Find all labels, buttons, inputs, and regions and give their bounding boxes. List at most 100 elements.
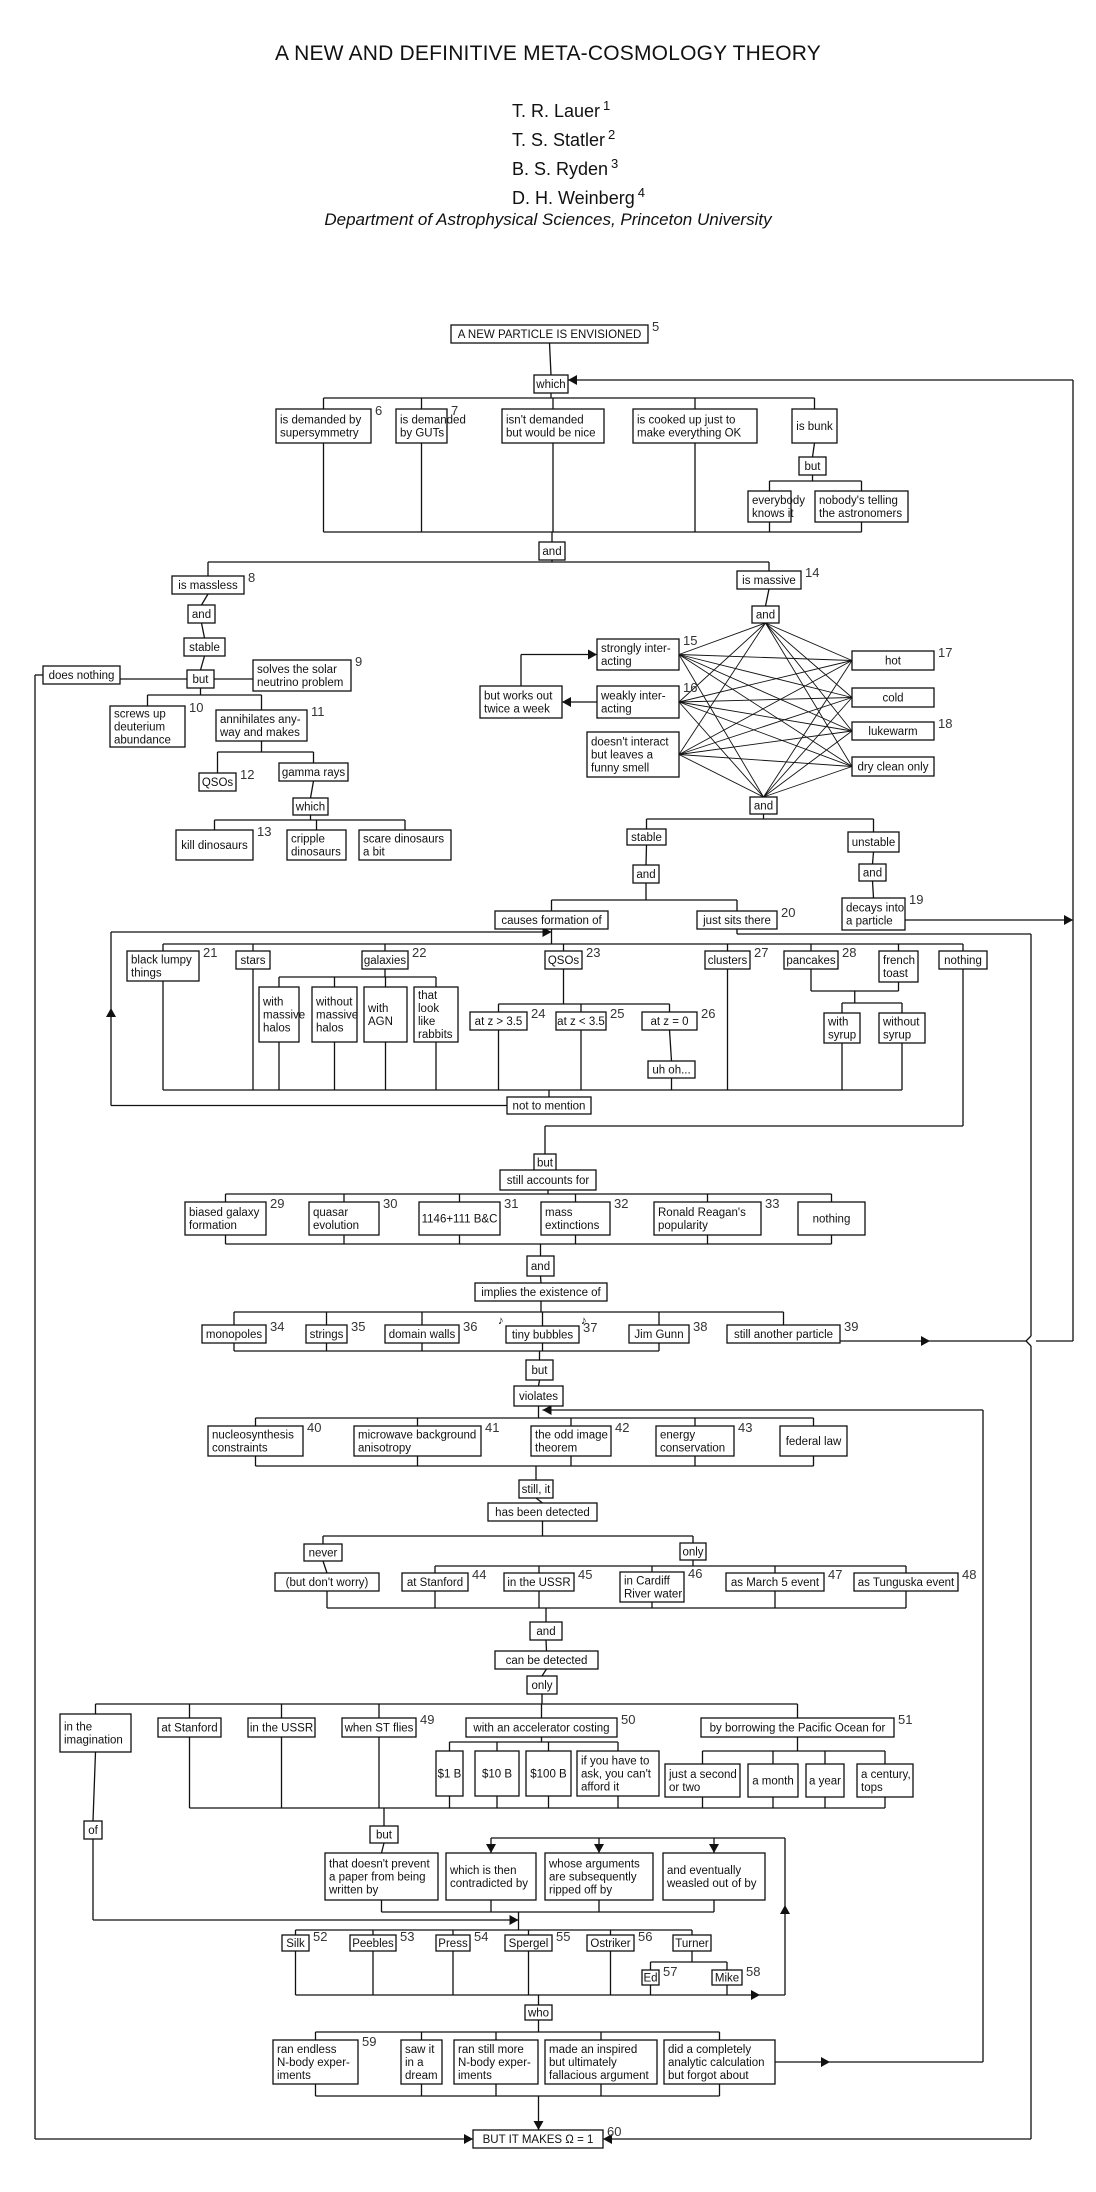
footnote-number: 40 — [307, 1420, 321, 1435]
arrowhead-right-icon — [464, 2134, 473, 2144]
node-label: BUT IT MAKES Ω = 1 — [483, 2134, 594, 2146]
node-box — [303, 1543, 343, 1562]
property-link — [678, 701, 853, 767]
property-link — [678, 622, 766, 703]
node-box — [198, 772, 237, 792]
property-link — [678, 654, 853, 732]
node-box — [201, 1324, 267, 1344]
node-label: but forgot about — [668, 2070, 749, 2082]
node-label: abundance — [114, 735, 171, 747]
flow-node-detected: has been detected — [487, 1502, 598, 1522]
node-label: never — [309, 1548, 338, 1560]
node-label: still accounts for — [507, 1175, 590, 1187]
node-box — [272, 2039, 359, 2085]
node-label: does nothing — [49, 670, 115, 682]
arrowhead-right-icon — [588, 649, 597, 660]
property-link — [678, 697, 853, 703]
node-label: in the USSR — [250, 1723, 313, 1735]
node-box — [183, 637, 226, 657]
node-label: with an accelerator costing — [472, 1723, 609, 1735]
node-box — [878, 1012, 926, 1044]
flow-node-n26: at z = 026 — [641, 1006, 715, 1031]
node-label: without — [315, 997, 353, 1009]
node-label: who — [527, 2008, 549, 2020]
arrowhead-left-icon — [568, 375, 577, 385]
node-label: AGN — [368, 1016, 393, 1028]
node-box — [286, 829, 347, 861]
flow-node-who: who — [524, 2004, 553, 2021]
node-box — [472, 2129, 604, 2149]
node-box — [400, 2039, 443, 2085]
footnote-number: 35 — [351, 1319, 365, 1334]
node-box — [186, 669, 215, 689]
node-label: energy — [660, 1430, 695, 1442]
flow-node-and4: and — [749, 796, 778, 815]
flow-node-stars: stars — [235, 950, 271, 970]
node-box — [847, 831, 900, 853]
node-box — [704, 950, 751, 970]
node-label: with — [367, 1003, 388, 1015]
node-box — [258, 986, 300, 1043]
flow-node-stable1: stable — [183, 637, 226, 657]
node-label: and — [863, 868, 882, 880]
flow-node-b10: $10 B — [474, 1750, 520, 1797]
node-label: which — [535, 379, 565, 391]
node-label: but ultimately — [549, 2057, 617, 2069]
property-link — [763, 660, 853, 798]
node-label: has been detected — [495, 1507, 590, 1519]
node-box — [586, 1934, 635, 1952]
flow-node-and6: and — [858, 863, 887, 882]
footnote-number: 57 — [663, 1964, 677, 1979]
footnote-number: 10 — [189, 700, 203, 715]
node-label: only — [531, 1680, 552, 1692]
node-box — [349, 1934, 397, 1952]
node-label: made an inspired — [549, 2044, 637, 2056]
node-label: halos — [263, 1023, 291, 1035]
node-label: N-body exper- — [458, 2057, 531, 2069]
footnote-number: 47 — [828, 1567, 842, 1582]
node-label: is massless — [178, 580, 238, 592]
node-label: tiny bubbles — [512, 1330, 574, 1342]
flow-node-n31: 1146+111 B&C31 — [418, 1196, 518, 1236]
node-label: in the USSR — [507, 1577, 570, 1589]
node-box — [672, 1934, 712, 1952]
node-label: a bit — [363, 847, 386, 859]
node-label: when ST flies — [344, 1723, 414, 1735]
node-label: and — [531, 1261, 550, 1273]
connector — [871, 851, 875, 865]
footnote-number: 46 — [688, 1566, 702, 1581]
arrowhead-up-icon — [106, 1008, 116, 1017]
node-label: imagination — [64, 1735, 123, 1747]
node-label: in a — [405, 2057, 424, 2069]
node-label: by borrowing the Pacific Ocean for — [710, 1723, 886, 1735]
node-box — [805, 1763, 845, 1798]
property-link — [765, 622, 853, 767]
footnote-number: 41 — [485, 1420, 499, 1435]
node-label: $10 B — [482, 1769, 512, 1781]
flow-node-violates: violates — [513, 1385, 564, 1407]
node-label: Silk — [286, 1938, 305, 1950]
node-label: or two — [669, 1782, 700, 1794]
node-label: a paper from being — [329, 1872, 426, 1884]
flow-node-and3: and — [751, 605, 780, 624]
property-link — [763, 766, 853, 798]
node-box — [851, 756, 935, 777]
node-label: dream — [405, 2070, 438, 2082]
node-box — [278, 762, 349, 782]
node-label: QSOs — [548, 955, 580, 967]
node-label: clusters — [708, 955, 748, 967]
flow-node-but4: but — [525, 1359, 554, 1381]
